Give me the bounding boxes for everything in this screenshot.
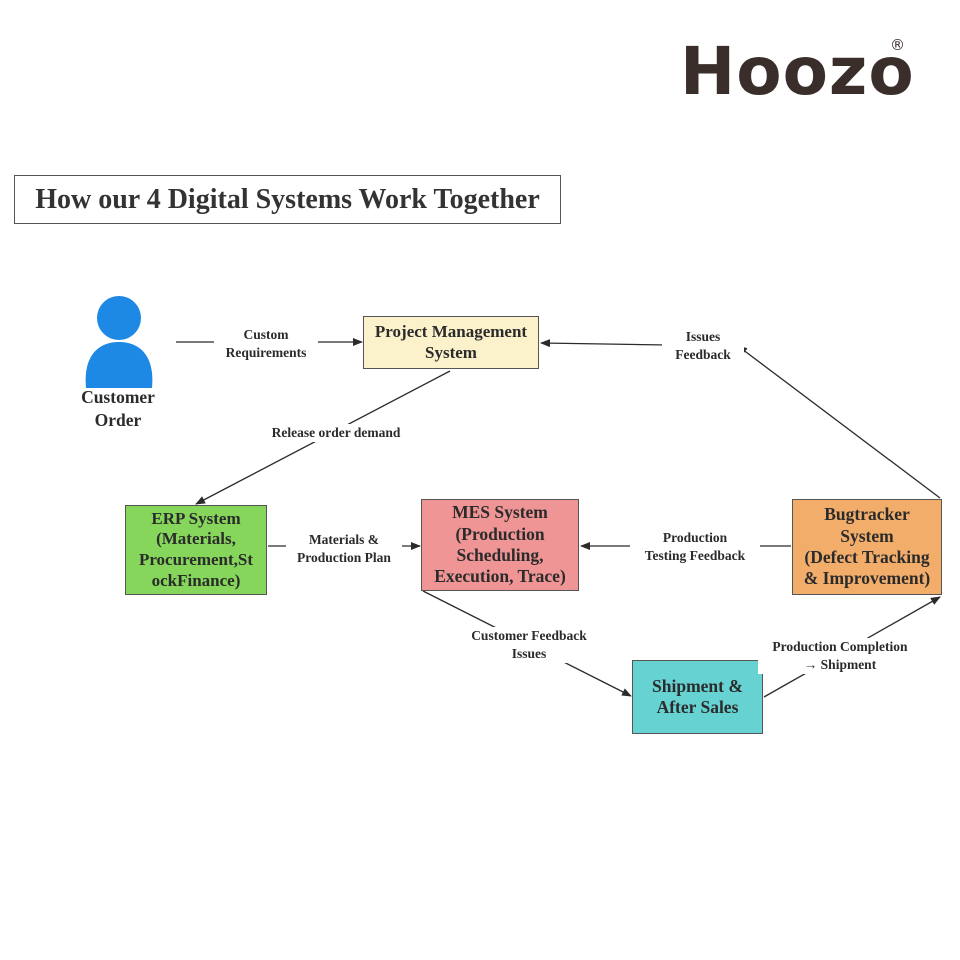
edge-label-issues-feedback: Issues Feedback <box>662 328 744 364</box>
edge-label-production-testing-feedback: Production Testing Feedback <box>630 529 760 565</box>
diagram-title-box: How our 4 Digital Systems Work Together <box>14 175 561 224</box>
brand-logo-text: Hoozo <box>680 33 915 102</box>
edge-label-production-completion-shipment: Production Completion → Shipment <box>758 638 922 674</box>
node-shipment-after-sales: Shipment & After Sales <box>632 660 763 734</box>
node-project-management-system: Project Management System <box>363 316 539 369</box>
edge-label-release-order-demand: Release order demand <box>258 424 414 442</box>
node-erp-system: ERP System (Materials, Procurement,St oc… <box>125 505 267 595</box>
registered-mark: ® <box>890 36 905 54</box>
node-mes-system: MES System (Production Scheduling, Execu… <box>421 499 579 591</box>
edge-label-custom-requirements: Custom Requirements <box>214 326 318 362</box>
edge-label-customer-feedback-issues: Customer Feedback Issues <box>456 627 602 663</box>
customer-order-label: Customer Order <box>81 387 155 430</box>
brand-logo: Hoozo ® <box>680 33 915 102</box>
person-icon <box>85 296 153 388</box>
edge-bugtracker-to-issues <box>737 345 941 499</box>
node-bugtracker-system: Bugtracker System (Defect Tracking & Imp… <box>792 499 942 595</box>
diagram-title: How our 4 Digital Systems Work Together <box>35 183 540 215</box>
edge-label-materials-production-plan: Materials & Production Plan <box>286 531 402 567</box>
